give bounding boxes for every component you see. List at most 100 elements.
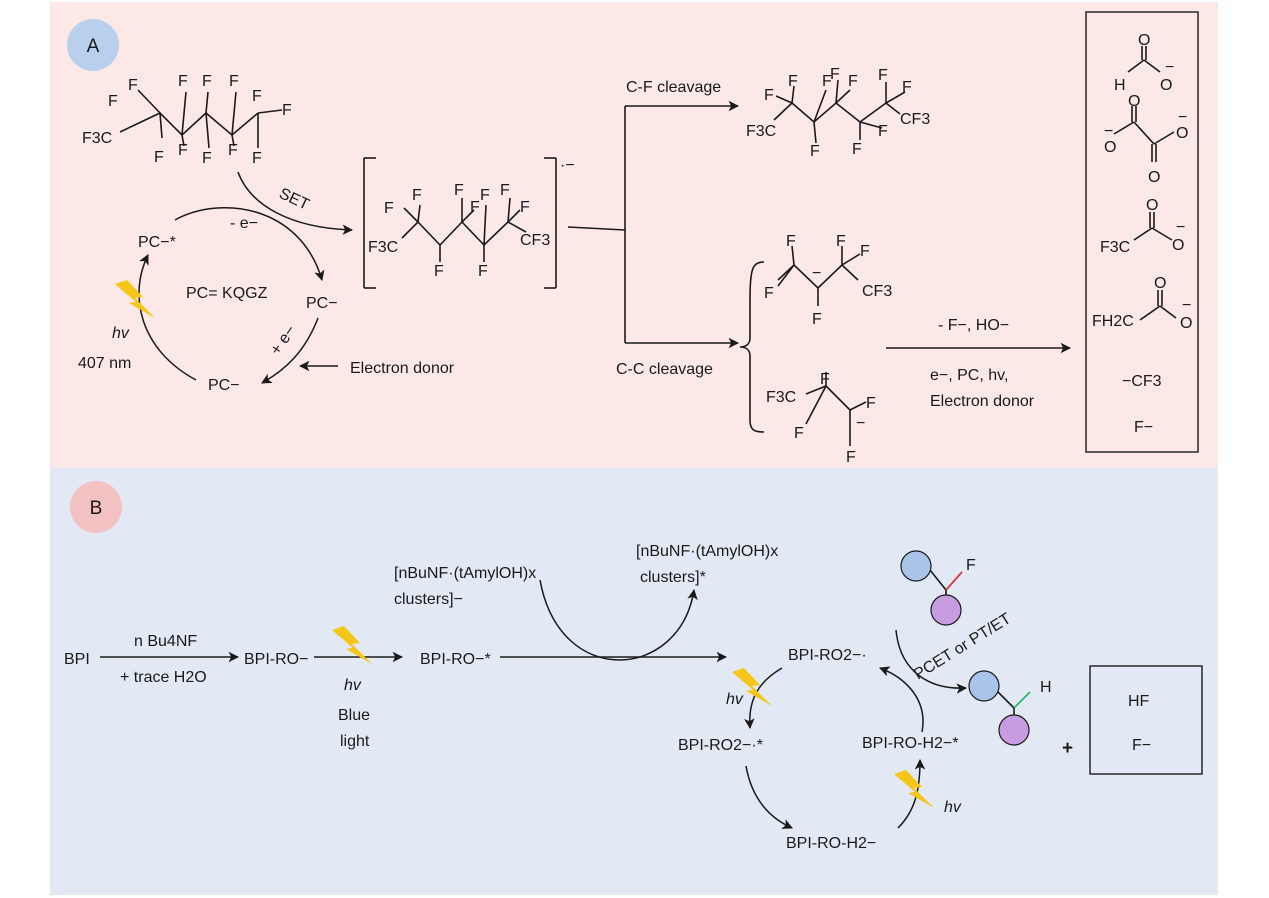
hv-label: hv (944, 799, 962, 816)
atom-label: O (1160, 77, 1172, 94)
atom-label: F (852, 141, 862, 158)
atom-label: F (434, 263, 444, 280)
atom-label: CF3 (520, 232, 550, 249)
atom-label: F (820, 371, 830, 388)
trifluoromethyl-anion: −CF3 (1122, 373, 1162, 390)
atom-label: F (412, 187, 422, 204)
atom-label: F3C (766, 389, 796, 406)
atom-label: F (282, 102, 292, 119)
atom-label: F (846, 449, 856, 466)
charge-label: − (812, 265, 821, 282)
blue-light-1: Blue (338, 707, 370, 724)
panel-b-background (50, 468, 1218, 895)
bpi-ro2-label: BPI-RO2−· (788, 647, 867, 664)
bpi-roh2-excited-label: BPI-RO-H2−* (862, 735, 958, 752)
atom-label: F (794, 425, 804, 442)
atom-label: F (788, 73, 798, 90)
atom-label: F (822, 73, 832, 90)
atom-label: F (836, 233, 846, 250)
atom-label: F (500, 182, 510, 199)
pc-anion-label: PC− (306, 295, 338, 312)
atom-label: F (202, 150, 212, 167)
atom-label: F (252, 150, 262, 167)
atom-label: F (520, 199, 530, 216)
byproduct-box: HF F− (1089, 665, 1203, 775)
charge-label: − (1178, 109, 1187, 126)
cc-cleavage-label: C-C cleavage (616, 361, 713, 378)
cluster-left-2: clusters]− (394, 591, 463, 608)
charge-label: ·− (560, 157, 575, 174)
panel-a-background (50, 2, 1218, 468)
atom-label: F3C (1100, 239, 1130, 256)
cluster-right-1: [nBuNF·(tAmylOH)x (636, 543, 778, 560)
cf-cleavage-label: C-F cleavage (626, 79, 721, 96)
atom-label: H (1114, 77, 1126, 94)
conditions-top: - F−, HO− (938, 317, 1009, 334)
atom-label: O (1148, 169, 1160, 186)
panel-a: A F F F3C F F F F F F F F F F (50, 2, 1218, 468)
fluorinated-substrate: F (900, 550, 976, 626)
atom-label: F (764, 285, 774, 302)
atom-label: F (830, 66, 840, 83)
plus-sign: + (1062, 738, 1073, 759)
atom-label: F (966, 557, 976, 574)
charge-label: − (1104, 123, 1113, 140)
atom-label: FH2C (1092, 313, 1134, 330)
atom-label: F (202, 73, 212, 90)
atom-label: F (812, 311, 822, 328)
hv-label: hv (112, 325, 130, 342)
final-products-box: O H O − O O − O − O O F3C O − O F (1085, 11, 1199, 453)
atom-label: F (810, 143, 820, 160)
atom-label: O (1146, 197, 1158, 214)
hv-label: hv (344, 677, 362, 694)
atom-label: O (1138, 32, 1150, 49)
fluoride-label: F− (1132, 737, 1151, 754)
atom-label: F (848, 73, 858, 90)
atom-label: O (1172, 237, 1184, 254)
charge-label: − (1182, 297, 1191, 314)
photocatalytic-cycle: SET - e− PC−* PC= KQGZ PC− + e− hv 407 n… (78, 171, 455, 394)
bpi-roh2-label: BPI-RO-H2− (786, 835, 876, 852)
bpi-ro-label: BPI-RO− (244, 651, 308, 668)
reagent-2: + trace H2O (120, 669, 207, 686)
atom-label: F3C (746, 123, 776, 140)
branching-arrows: C-F cleavage C-C cleavage (567, 79, 740, 378)
electron-loss-label: - e− (230, 215, 258, 232)
atom-label: F (878, 67, 888, 84)
blue-light-2: light (340, 733, 370, 750)
conditions-arrow: - F−, HO− e−, PC, hv, Electron donor (886, 317, 1072, 410)
cf-cleavage-product: F F F3C F F F F F F F F CF3 (746, 66, 930, 160)
reagent-1: n Bu4NF (134, 633, 197, 650)
atom-label: F (178, 142, 188, 159)
atom-label: F (860, 243, 870, 260)
bpi-ro-excited-label: BPI-RO−* (420, 651, 491, 668)
hv-label: hv (726, 691, 744, 708)
starting-perfluoroalkane: F F F3C F F F F F F F F F F (82, 73, 292, 167)
cluster-left-1: [nBuNF·(tAmylOH)x (394, 565, 536, 582)
panel-b: B BPI n Bu4NF + trace H2O BPI-RO− hv Blu… (50, 468, 1218, 895)
atom-label: F (454, 182, 464, 199)
atom-label: F (229, 73, 239, 90)
substituent-sphere-purple (930, 594, 962, 626)
pc-excited-label: PC−* (138, 234, 176, 251)
charge-label: − (856, 415, 865, 432)
atom-label: F3C (82, 130, 112, 147)
atom-label: F (384, 200, 394, 217)
conditions-bottom-1: e−, PC, hv, (930, 367, 1008, 384)
atom-label: F (878, 123, 888, 140)
atom-label: F (178, 73, 188, 90)
atom-label: O (1180, 315, 1192, 332)
atom-label: CF3 (862, 283, 892, 300)
pc-definition: PC= KQGZ (186, 285, 268, 302)
hydrodefluorinated-product: H (968, 670, 1052, 746)
atom-label: F (252, 88, 262, 105)
atom-label: F (154, 149, 164, 166)
atom-label: CF3 (900, 111, 930, 128)
panel-b-label: B (90, 498, 103, 519)
cluster-right-2: clusters]* (640, 569, 706, 586)
bpi-label: BPI (64, 651, 90, 668)
atom-label: O (1176, 125, 1188, 142)
cc-cleavage-products: F F − F F F CF3 F3C F F − F F (739, 233, 892, 466)
conditions-bottom-2: Electron donor (930, 393, 1035, 410)
